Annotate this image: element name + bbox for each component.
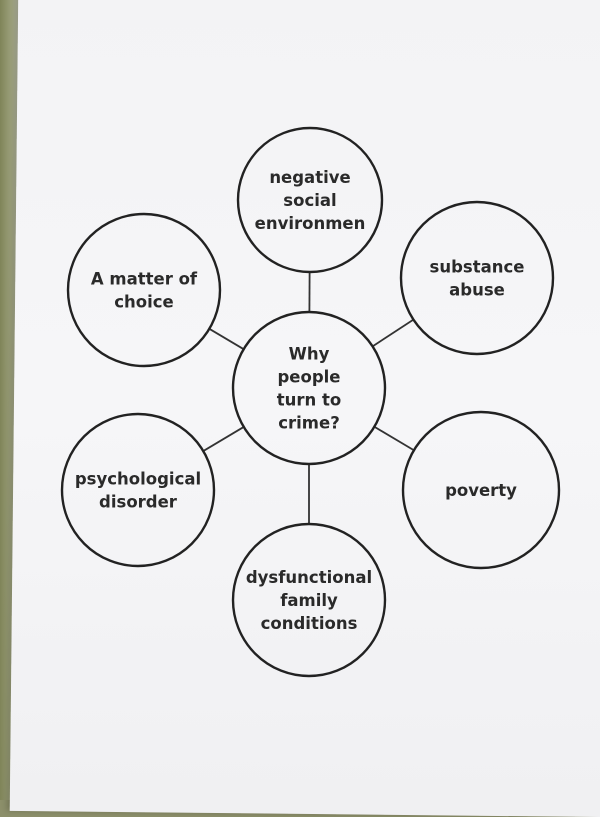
- connector-poverty: [374, 427, 414, 450]
- node-label-line: environmen: [255, 214, 366, 233]
- node-label-line: conditions: [261, 614, 358, 633]
- connector-substance-abuse: [373, 320, 414, 347]
- center-label-line: people: [278, 368, 341, 387]
- center-circle: [233, 312, 385, 464]
- node-a-matter-of-choice: A matter of choice: [68, 214, 220, 366]
- node-substance-abuse: substance abuse: [401, 202, 553, 354]
- center-node: Why people turn to crime?: [233, 312, 385, 464]
- connector-psychological-disorder: [203, 427, 243, 451]
- center-label-line: Why: [289, 345, 330, 364]
- node-label-line: family: [280, 591, 338, 610]
- node-circle: [68, 214, 220, 366]
- node-label-line: substance: [430, 258, 525, 277]
- center-label-line: crime?: [278, 414, 340, 433]
- node-label-line: poverty: [445, 481, 517, 500]
- node-label-line: negative: [269, 168, 350, 187]
- node-label-line: abuse: [449, 281, 505, 300]
- connector-a-matter-of-choice: [209, 329, 243, 349]
- node-label-line: dysfunctional: [246, 568, 372, 587]
- node-label-line: social: [283, 191, 336, 210]
- node-label-line: A matter of: [91, 270, 198, 289]
- node-label-line: disorder: [99, 493, 178, 512]
- node-psychological-disorder: psychological disorder: [62, 414, 214, 566]
- node-circle: [62, 414, 214, 566]
- node-label-line: choice: [114, 293, 174, 312]
- node-circle: [401, 202, 553, 354]
- node-poverty: poverty: [403, 412, 559, 568]
- center-label-line: turn to: [277, 391, 342, 410]
- mind-map-diagram: negative social environmen substance abuse po…: [0, 0, 600, 800]
- node-negative-social-environment: negative social environmen: [238, 128, 382, 272]
- node-dysfunctional-family-conditions: dysfunctional family conditions: [233, 524, 385, 676]
- node-label-line: psychological: [75, 470, 201, 489]
